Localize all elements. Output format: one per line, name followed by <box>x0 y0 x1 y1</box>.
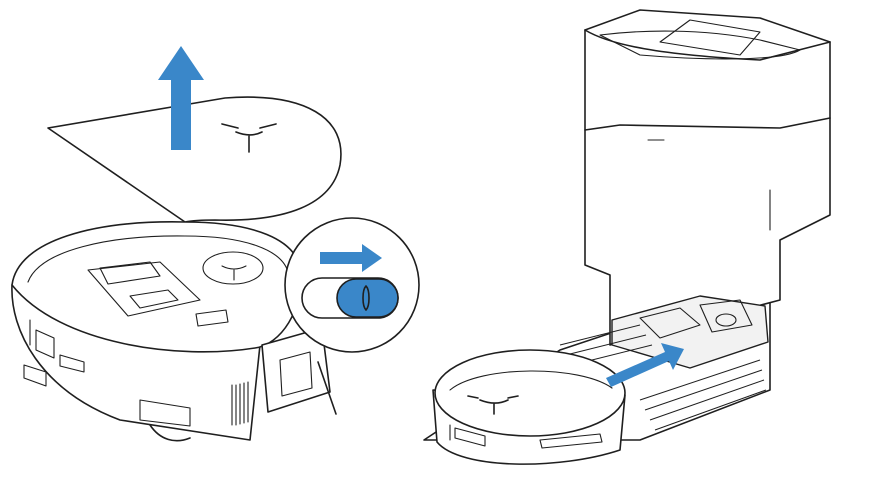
arrow-diagonal-icon <box>606 343 684 387</box>
switch-zoom-callout <box>284 217 420 353</box>
robot-top-lid <box>47 96 342 223</box>
lift-arrow-icon <box>158 46 204 150</box>
switch-icon <box>336 278 399 318</box>
robot-body <box>11 221 337 442</box>
arrow-right-icon <box>320 244 382 272</box>
robot-on-dock <box>432 349 626 465</box>
